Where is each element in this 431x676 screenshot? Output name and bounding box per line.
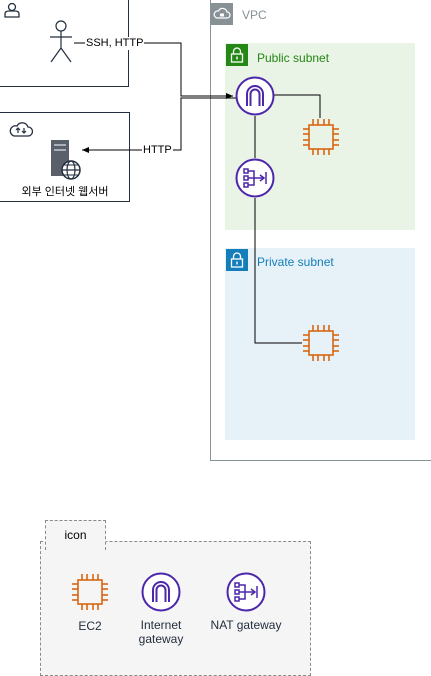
web-server-box (0, 112, 130, 202)
http-label: HTTP (142, 144, 173, 157)
public-subnet (225, 43, 415, 230)
igw-ec2-edge (274, 94, 321, 118)
public-subnet-label: Public subnet (257, 51, 330, 65)
vpc-cloud-lock-icon (213, 7, 231, 19)
legend-ec2-label: EC2 (78, 619, 102, 633)
vpc-label: VPC (242, 8, 267, 22)
ec2-instance-icon (72, 574, 108, 610)
ec2-instance-icon (303, 325, 339, 361)
http-edge (82, 97, 238, 153)
legend-tab-label: icon (64, 528, 87, 542)
web-server-label: 외부 인터넷 웹서버 (21, 186, 109, 198)
user-icon (50, 20, 72, 63)
user-group-icon (4, 2, 20, 18)
web-server-icon (51, 140, 81, 180)
nat-private-ec2-edge (254, 198, 302, 344)
private-subnet (225, 248, 415, 440)
legend-box (40, 541, 311, 676)
ssh-http-label: SSH, HTTP (85, 37, 145, 50)
lock-icon (230, 252, 244, 268)
legend-nat-label: NAT gateway (210, 618, 282, 632)
legend-tab (45, 520, 106, 550)
internet-gateway-icon (235, 76, 275, 116)
internet-gateway-icon (141, 572, 181, 612)
legend-igw-label: Internet gateway (138, 618, 184, 646)
lock-icon (230, 47, 244, 63)
nat-gateway-icon (235, 158, 275, 198)
private-subnet-label: Private subnet (257, 255, 334, 269)
vpc-container (210, 0, 431, 461)
ec2-instance-icon (303, 119, 339, 155)
nat-gateway-icon (226, 572, 266, 612)
cloud-icon (9, 122, 34, 137)
ssh-http-edge (74, 42, 233, 99)
